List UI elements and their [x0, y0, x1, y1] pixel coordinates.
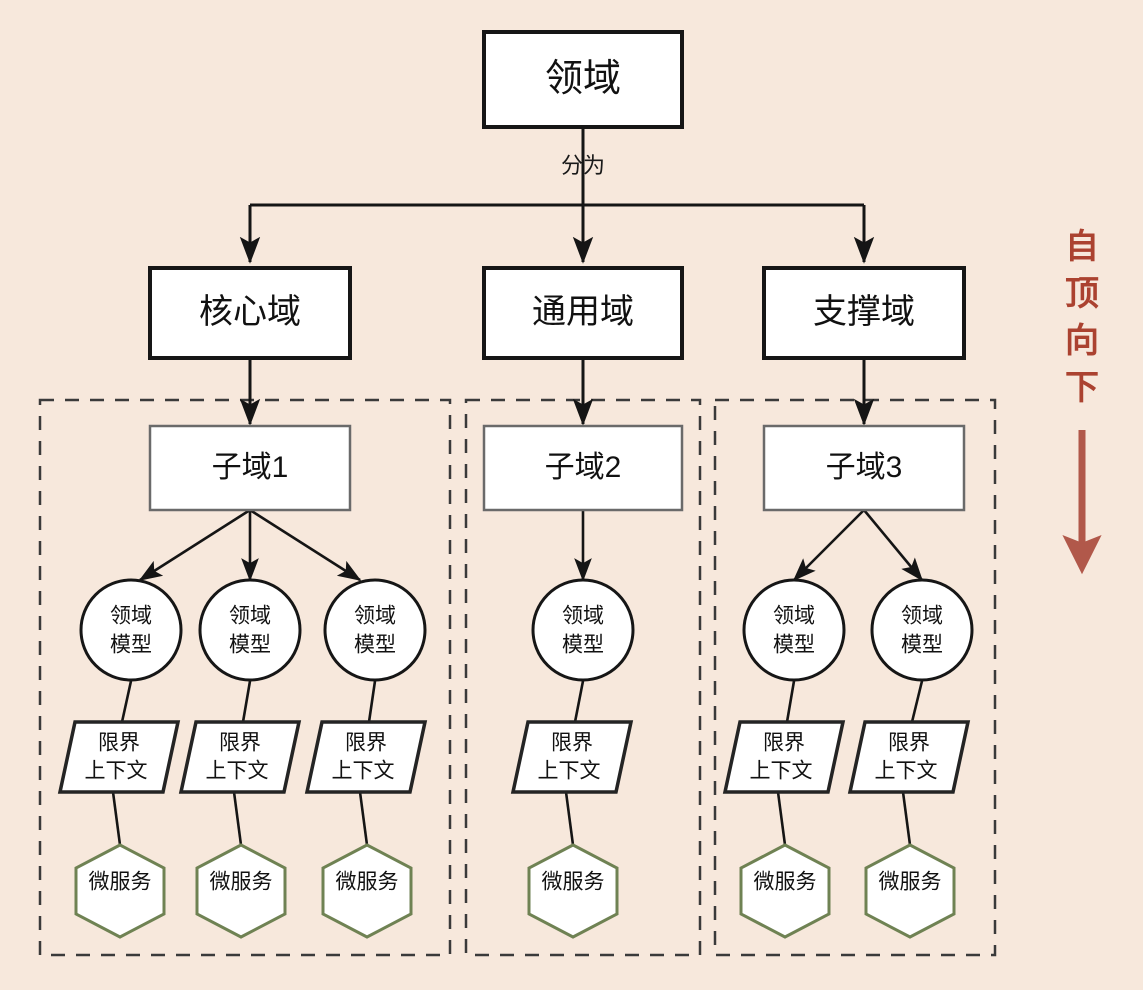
connector-model-to-context-s2: [910, 680, 924, 723]
node-bounded-context-g1[interactable]: 限界 上下文: [510, 720, 634, 794]
node-microservice-s1[interactable]: 微服务: [739, 843, 831, 939]
node-microservice-c2[interactable]: 微服务: [195, 843, 287, 939]
node-domain-model-c1-label-line1: 领域: [110, 605, 152, 628]
node-subdomain-1-label: 子域1: [212, 451, 289, 484]
group-container-supporting: [713, 398, 997, 957]
node-domain-model-s2-label-line1: 领域: [901, 605, 943, 628]
node-bounded-context-s2-label-line1: 限界: [888, 732, 930, 755]
node-domain-model-c2-label-line2: 模型: [229, 634, 271, 657]
node-microservice-c1[interactable]: 微服务: [74, 843, 166, 939]
node-domain-model-g1-label-line1: 领域: [562, 605, 604, 628]
node-domain-model-c2[interactable]: 领域 模型: [198, 578, 302, 682]
node-microservice-c3[interactable]: 微服务: [321, 843, 413, 939]
node-microservice-c2-label: 微服务: [210, 871, 273, 894]
node-domain-model-s1[interactable]: 领域 模型: [742, 578, 846, 682]
node-domain-root[interactable]: 领域: [482, 30, 684, 129]
side-annotation-char-1: 自: [1065, 228, 1099, 266]
node-domain-model-s1-label-line1: 领域: [773, 605, 815, 628]
connector-model-to-context-c2: [241, 680, 252, 723]
node-domain-model-c1-label-line2: 模型: [110, 634, 152, 657]
connector-context-to-microservice-c3: [358, 791, 369, 846]
connector-context-to-microservice-s2: [901, 791, 912, 846]
node-bounded-context-c3-label-line1: 限界: [345, 732, 387, 755]
node-domain-model-c3-label-line2: 模型: [354, 634, 396, 657]
node-microservice-g1[interactable]: 微服务: [527, 843, 619, 939]
node-domain-model-c2-label-line1: 领域: [229, 605, 271, 628]
node-bounded-context-s1[interactable]: 限界 上下文: [722, 720, 846, 794]
node-bounded-context-c1-label-line2: 上下文: [85, 760, 148, 783]
node-bounded-context-c2-label-line1: 限界: [219, 732, 261, 755]
connector-model-to-context-s1: [785, 680, 796, 723]
side-annotation-char-2: 顶: [1065, 275, 1099, 313]
connector-model-to-context-c1: [120, 680, 133, 723]
node-microservice-s2-label: 微服务: [879, 871, 942, 894]
node-domain-type-supporting-label: 支撑域: [813, 293, 915, 331]
connector-context-to-microservice-c1: [111, 791, 122, 846]
connector-subdomain1-to-model1: [138, 508, 251, 582]
node-bounded-context-c2-label-line2: 上下文: [206, 760, 269, 783]
node-domain-model-c1[interactable]: 领域 模型: [79, 578, 183, 682]
edge-label-divided-into: 分为: [561, 153, 605, 178]
node-bounded-context-g1-label-line2: 上下文: [538, 760, 601, 783]
node-bounded-context-s2-label-line2: 上下文: [875, 760, 938, 783]
node-domain-model-s1-label-line2: 模型: [773, 634, 815, 657]
node-domain-type-generic-label: 通用域: [532, 293, 634, 331]
connector-subdomain1-to-model3: [249, 508, 362, 582]
node-bounded-context-g1-label-line1: 限界: [551, 732, 593, 755]
side-annotation-char-4: 下: [1065, 369, 1099, 407]
connector-model-to-context-g1: [573, 680, 585, 723]
connector-model-to-context-c3: [367, 680, 377, 723]
node-subdomain-3[interactable]: 子域3: [762, 424, 966, 512]
node-bounded-context-c3[interactable]: 限界 上下文: [304, 720, 428, 794]
node-bounded-context-c3-label-line2: 上下文: [332, 760, 395, 783]
node-domain-model-c3-label-line1: 领域: [354, 605, 396, 628]
node-domain-model-g1[interactable]: 领域 模型: [531, 578, 635, 682]
node-subdomain-2-label: 子域2: [545, 451, 622, 484]
node-bounded-context-s2[interactable]: 限界 上下文: [847, 720, 971, 794]
connector-subdomain3-to-model2: [862, 509, 924, 582]
side-annotation-char-3: 向: [1065, 322, 1099, 360]
node-bounded-context-s1-label-line1: 限界: [763, 732, 805, 755]
node-domain-type-supporting[interactable]: 支撑域: [762, 266, 966, 360]
connector-context-to-microservice-c2: [232, 791, 243, 846]
node-microservice-c1-label: 微服务: [89, 871, 152, 894]
node-domain-model-g1-label-line2: 模型: [562, 634, 604, 657]
connector-context-to-microservice-s1: [776, 791, 787, 846]
node-subdomain-2[interactable]: 子域2: [482, 424, 684, 512]
connector-context-to-microservice-g1: [564, 791, 575, 846]
node-bounded-context-c1[interactable]: 限界 上下文: [57, 720, 181, 794]
node-domain-model-s2-label-line2: 模型: [901, 634, 943, 657]
node-domain-model-s2[interactable]: 领域 模型: [870, 578, 974, 682]
node-bounded-context-c2[interactable]: 限界 上下文: [178, 720, 302, 794]
node-subdomain-3-label: 子域3: [826, 451, 903, 484]
connector-subdomain3-to-model1: [792, 509, 865, 582]
side-annotation-top-down: 自 顶 向 下: [1062, 228, 1102, 575]
node-domain-root-label: 领域: [545, 58, 621, 100]
node-subdomain-1[interactable]: 子域1: [148, 424, 352, 512]
node-domain-type-core-label: 核心域: [199, 293, 301, 331]
node-domain-model-c3[interactable]: 领域 模型: [323, 578, 427, 682]
node-microservice-s1-label: 微服务: [754, 871, 817, 894]
node-bounded-context-s1-label-line2: 上下文: [750, 760, 813, 783]
node-bounded-context-c1-label-line1: 限界: [98, 732, 140, 755]
node-microservice-c3-label: 微服务: [336, 871, 399, 894]
node-microservice-g1-label: 微服务: [542, 871, 605, 894]
node-domain-type-generic[interactable]: 通用域: [482, 266, 684, 360]
node-microservice-s2[interactable]: 微服务: [864, 843, 956, 939]
node-domain-type-core[interactable]: 核心域: [148, 266, 352, 360]
group-container-generic: [464, 398, 702, 957]
